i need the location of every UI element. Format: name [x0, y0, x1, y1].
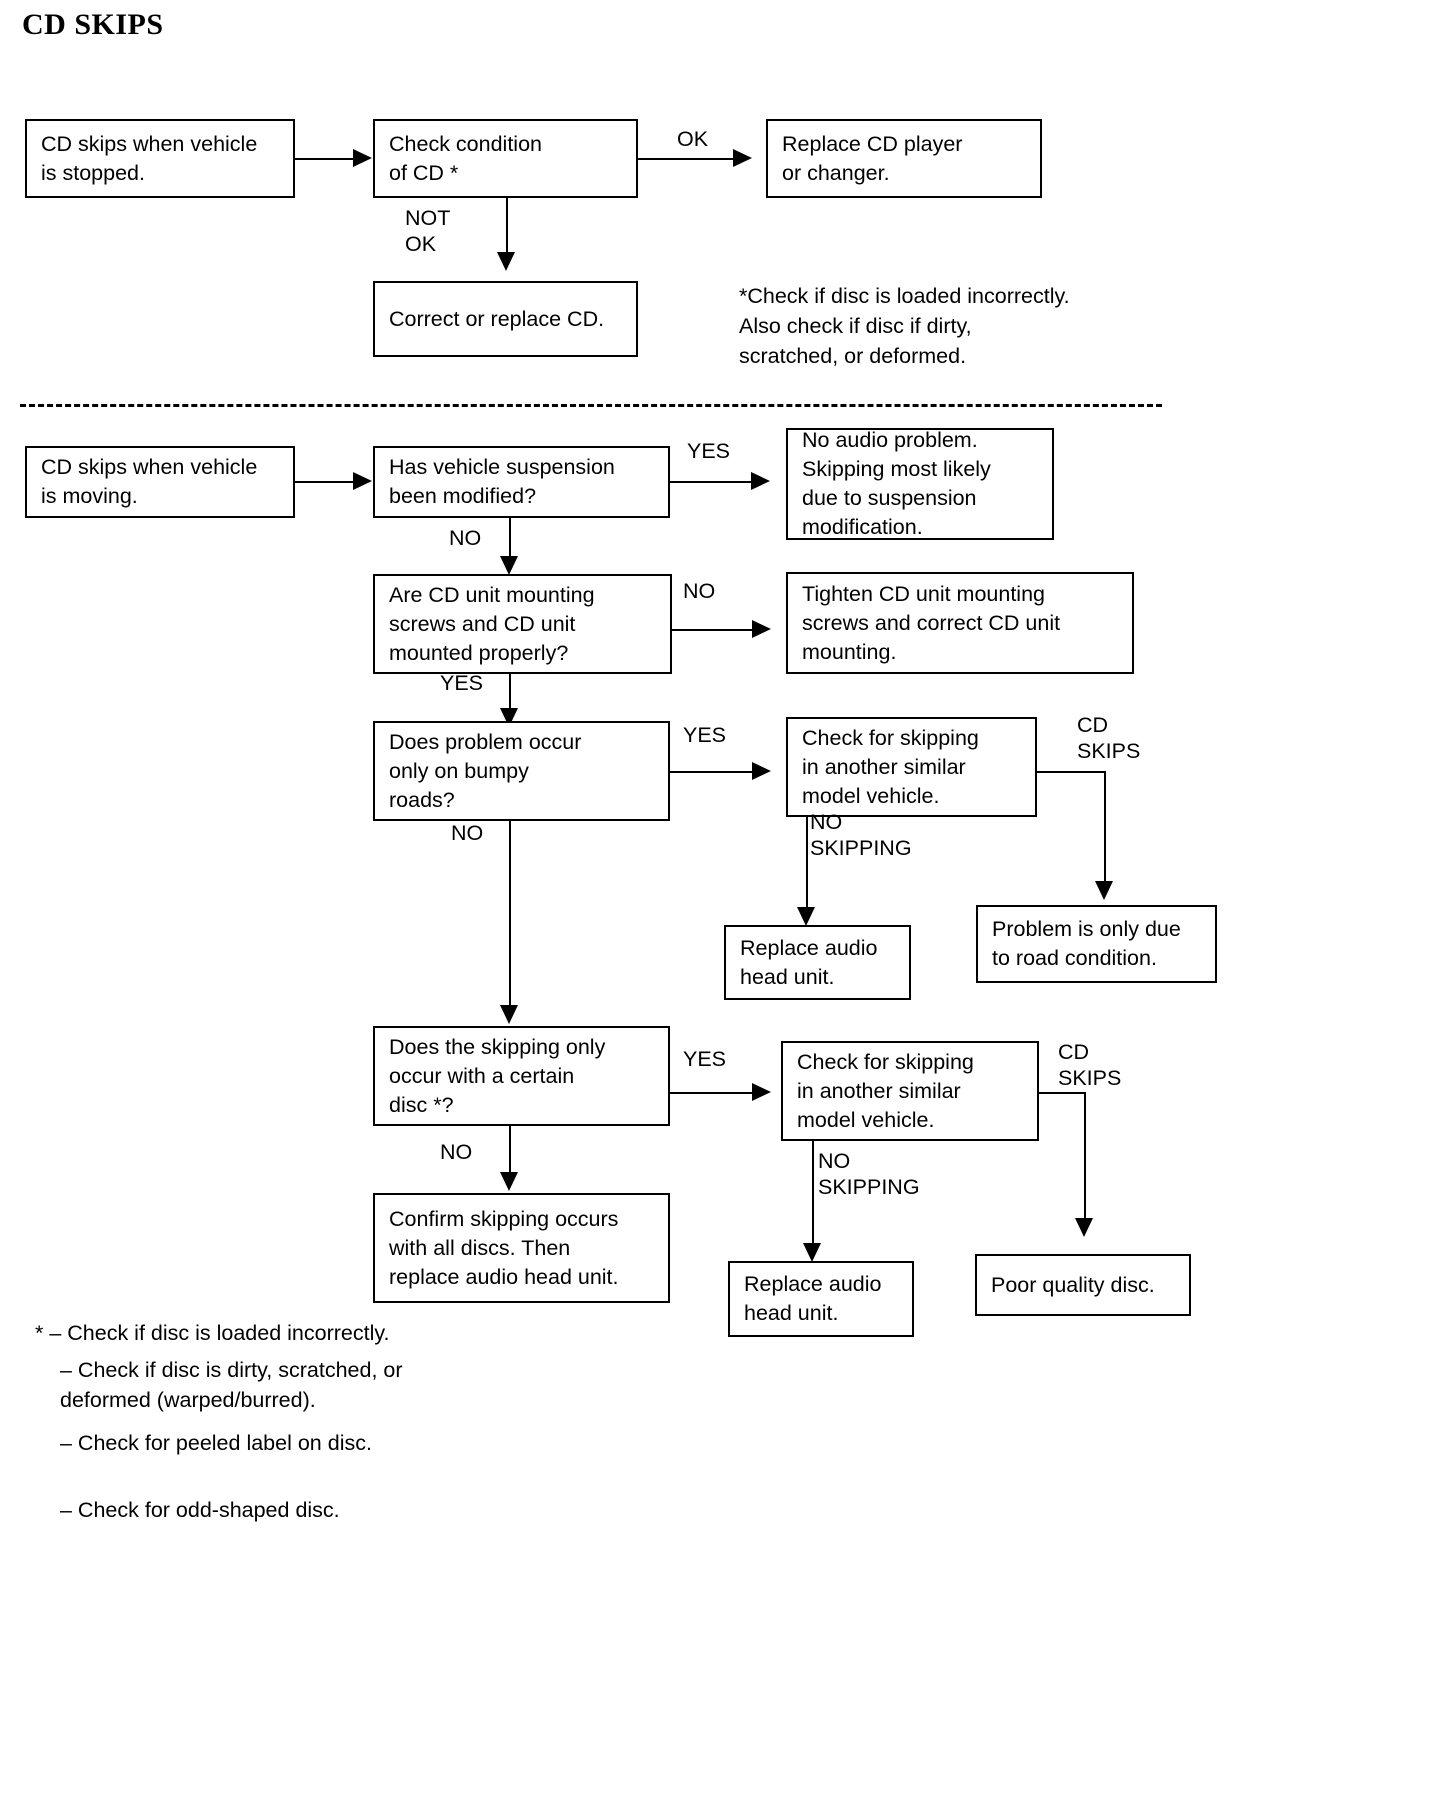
arrowhead-suspension-to-mounting [500, 556, 518, 575]
edge-label-yes-mounting: YES [440, 671, 484, 695]
node-check-similar-vehicle-1: Check for skipping in another similar mo… [786, 717, 1037, 817]
connector-suspension-to-noaudio [670, 481, 759, 483]
node-start-stopped: CD skips when vehicle is stopped. [25, 119, 295, 198]
node-correct-replace-cd-label: Correct or replace CD. [389, 306, 605, 331]
connector-certain-disc-to-check2 [670, 1092, 760, 1094]
footnote-line-3: – Check for peeled label on disc. [60, 1431, 372, 1455]
node-q-bumpy-roads: Does problem occur only on bumpy roads? [373, 721, 670, 821]
edge-label-cd-skips-1: CD SKIPS [1077, 713, 1141, 763]
node-check-similar-vehicle-2-label: Check for skipping in another similar mo… [797, 1049, 974, 1132]
section-divider [20, 404, 1162, 407]
arrowhead-check-to-correct [497, 252, 515, 271]
note-check-disc-upper: *Check if disc is loaded incorrectly. Al… [739, 284, 1070, 368]
arrowhead-check2-to-poor [1075, 1218, 1093, 1237]
arrowhead-start-to-suspension [353, 472, 372, 490]
arrowhead-start-to-check [353, 149, 372, 167]
node-replace-cd-player: Replace CD player or changer. [766, 119, 1042, 198]
connector-check1-to-road-h [1037, 771, 1105, 773]
node-replace-cd-player-label: Replace CD player or changer. [782, 131, 963, 185]
arrowhead-bumpy-to-certain-disc [500, 1005, 518, 1024]
node-start-moving: CD skips when vehicle is moving. [25, 446, 295, 518]
edge-label-no-skipping-2: NO SKIPPING [818, 1149, 920, 1199]
connector-bumpy-to-certain-disc [509, 821, 511, 1013]
connector-check2-to-poor-h [1039, 1092, 1085, 1094]
edge-label-no-skipping-1: NO SKIPPING [810, 810, 912, 860]
connector-check-to-correct [506, 198, 508, 260]
connector-check2-to-headunit2 [812, 1141, 814, 1251]
edge-label-yes-bumpy: YES [683, 723, 727, 747]
edge-label-yes-suspension: YES [687, 439, 731, 463]
node-q-suspension: Has vehicle suspension been modified? [373, 446, 670, 518]
node-check-condition-label: Check condition of CD * [389, 131, 542, 185]
edge-label-ok: OK [677, 127, 709, 151]
node-confirm-all-discs: Confirm skipping occurs with all discs. … [373, 1193, 670, 1303]
connector-certain-disc-to-confirm [509, 1126, 511, 1180]
footnote-line-2: – Check if disc is dirty, scratched, or … [60, 1358, 403, 1412]
node-check-similar-vehicle-2: Check for skipping in another similar mo… [781, 1041, 1039, 1141]
node-check-condition: Check condition of CD * [373, 119, 638, 198]
node-no-audio-problem: No audio problem. Skipping most likely d… [786, 428, 1054, 540]
node-confirm-all-discs-label: Confirm skipping occurs with all discs. … [389, 1206, 619, 1289]
connector-mounting-to-tighten [672, 629, 760, 631]
edge-label-yes-certain-disc: YES [683, 1047, 727, 1071]
node-replace-head-unit-1-label: Replace audio head unit. [740, 935, 878, 989]
node-replace-head-unit-2-label: Replace audio head unit. [744, 1272, 882, 1325]
node-poor-quality-disc-label: Poor quality disc. [991, 1272, 1155, 1297]
arrowhead-certain-disc-to-check2 [752, 1083, 771, 1101]
arrowhead-certain-disc-to-confirm [500, 1172, 518, 1191]
node-replace-head-unit-1: Replace audio head unit. [724, 925, 911, 1000]
edge-label-no-suspension: NO [449, 526, 482, 550]
arrowhead-bumpy-to-check1 [752, 762, 771, 780]
node-start-moving-label: CD skips when vehicle is moving. [41, 455, 258, 508]
connector-start-to-suspension [295, 481, 359, 483]
connector-check1-to-headunit [806, 817, 808, 915]
node-tighten-mounting: Tighten CD unit mounting screws and corr… [786, 572, 1134, 674]
node-q-mounting: Are CD unit mounting screws and CD unit … [373, 574, 672, 674]
arrowhead-check-to-replace [733, 149, 752, 167]
connector-mounting-to-bumpy [509, 674, 511, 718]
page-title: CD SKIPS [22, 8, 164, 41]
connector-bumpy-to-check1 [670, 771, 760, 773]
node-road-condition: Problem is only due to road condition. [976, 905, 1217, 983]
arrowhead-mounting-to-tighten [752, 620, 771, 638]
edge-label-no-bumpy: NO [451, 821, 484, 845]
edge-label-cd-skips-2: CD SKIPS [1058, 1040, 1122, 1090]
footnote-line-1: * – Check if disc is loaded incorrectly. [35, 1321, 390, 1345]
node-no-audio-problem-label: No audio problem. Skipping most likely d… [802, 428, 991, 539]
footnote-line-4: – Check for odd-shaped disc. [60, 1498, 340, 1522]
connector-check1-to-road-v [1104, 771, 1106, 889]
arrowhead-check2-to-headunit2 [803, 1243, 821, 1262]
node-replace-head-unit-2: Replace audio head unit. [728, 1261, 914, 1337]
connector-check2-to-poor-v [1084, 1092, 1086, 1226]
node-tighten-mounting-label: Tighten CD unit mounting screws and corr… [802, 581, 1061, 664]
node-q-certain-disc-label: Does the skipping only occur with a cert… [389, 1034, 606, 1117]
arrowhead-check1-to-road [1095, 881, 1113, 900]
edge-label-no-mounting: NO [683, 579, 716, 603]
node-q-certain-disc: Does the skipping only occur with a cert… [373, 1026, 670, 1126]
node-correct-replace-cd: Correct or replace CD. [373, 281, 638, 357]
node-q-suspension-label: Has vehicle suspension been modified? [389, 455, 615, 508]
connector-check-to-replace [638, 158, 742, 160]
connector-suspension-to-mounting [509, 518, 511, 564]
edge-label-not-ok: NOT OK [405, 206, 451, 256]
node-q-bumpy-roads-label: Does problem occur only on bumpy roads? [389, 729, 582, 812]
node-check-similar-vehicle-1-label: Check for skipping in another similar mo… [802, 725, 979, 808]
connector-start-to-check [295, 158, 359, 160]
node-start-stopped-label: CD skips when vehicle is stopped. [41, 131, 258, 185]
node-poor-quality-disc: Poor quality disc. [975, 1254, 1191, 1316]
edge-label-no-certain-disc: NO [440, 1140, 473, 1164]
arrowhead-suspension-to-noaudio [751, 472, 770, 490]
arrowhead-check1-to-headunit [797, 907, 815, 926]
node-q-mounting-label: Are CD unit mounting screws and CD unit … [389, 582, 595, 665]
node-road-condition-label: Problem is only due to road condition. [992, 917, 1181, 970]
